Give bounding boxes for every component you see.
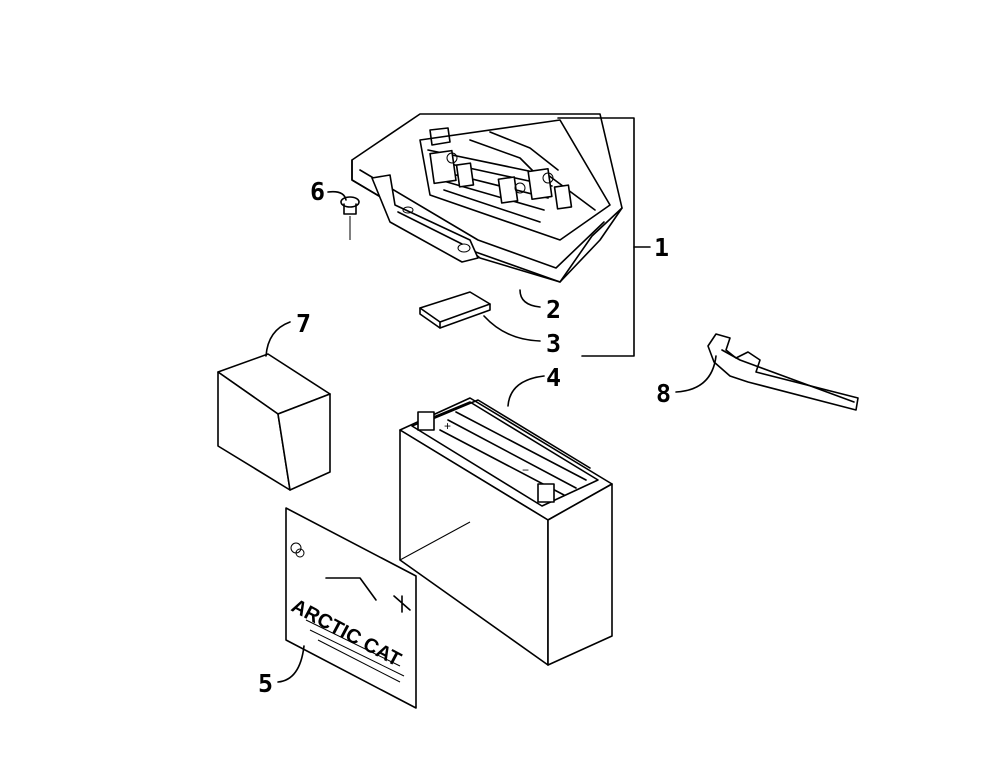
callout-8: 8 (656, 379, 671, 408)
callout-6: 6 (310, 177, 325, 206)
callout-2: 2 (546, 295, 561, 324)
callout-1: 1 (654, 233, 669, 262)
callout-4: 4 (546, 363, 561, 392)
callout-5: 5 (258, 669, 273, 698)
callout-labels: 1 2 3 4 5 6 7 8 (258, 177, 671, 698)
svg-text:+: + (444, 419, 451, 433)
callout-7: 7 (296, 309, 311, 338)
battery-cover-assembly (351, 113, 623, 283)
svg-text:−: − (522, 463, 529, 477)
battery-part: + − (399, 397, 613, 666)
wrench-tool (707, 333, 859, 411)
battery-decal-part: ARCTIC CAT (285, 507, 417, 709)
leader-lines (265, 117, 717, 683)
battery-spacer-block (217, 353, 331, 491)
callout-3: 3 (546, 329, 561, 358)
foam-pad-part (419, 291, 491, 329)
screw-part (340, 196, 360, 240)
